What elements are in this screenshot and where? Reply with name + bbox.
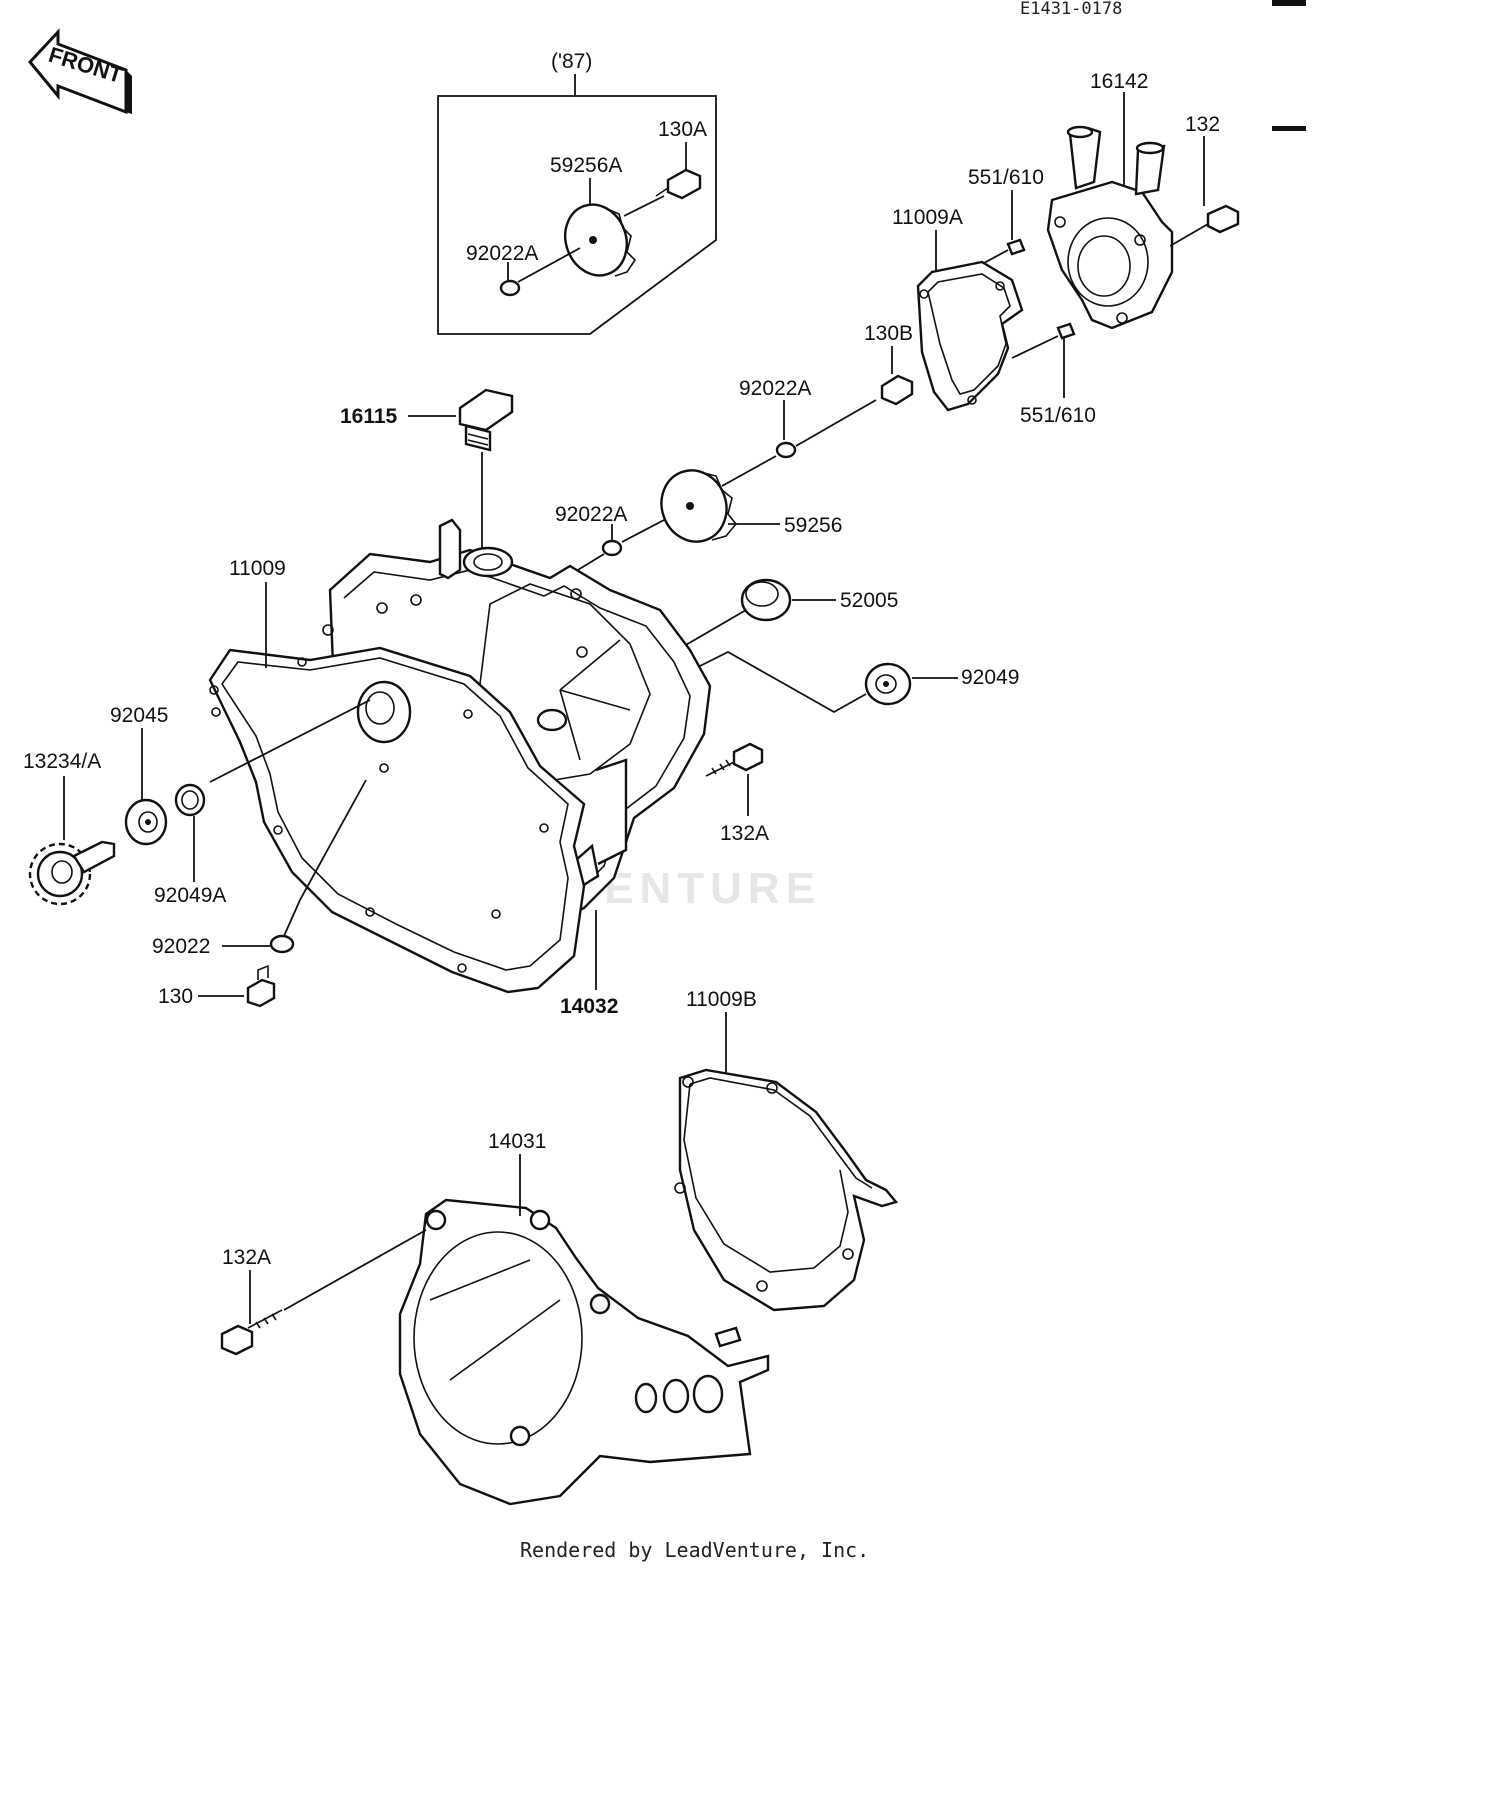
front-arrow-icon: FRONT xyxy=(28,28,132,115)
callout-11009b: 11009B xyxy=(686,988,757,1011)
bolt-132 xyxy=(1169,204,1240,247)
bolt-130a xyxy=(655,168,702,200)
callout-92022a-mid: 92022A xyxy=(739,377,811,400)
callout-132: 132 xyxy=(1185,113,1220,136)
impeller-59256a xyxy=(564,203,637,277)
generator-cover-14031 xyxy=(398,1198,770,1506)
document-id: E1431-0178 xyxy=(1020,0,1122,19)
callout-16115: 16115 xyxy=(340,405,398,428)
callout-92022: 92022 xyxy=(152,935,210,958)
dowel-551-610-top xyxy=(1006,238,1026,256)
footer-credit: Rendered by LeadVenture, Inc. xyxy=(520,1538,869,1562)
inset-1987: ('87) 130A 59256A 92022A xyxy=(437,50,717,335)
callout-92022a-low: 92022A xyxy=(555,503,627,526)
callout-14032: 14032 xyxy=(560,995,618,1018)
filler-plug-16115 xyxy=(458,388,514,452)
callout-11009: 11009 xyxy=(229,557,286,580)
bolt-130 xyxy=(246,964,276,1008)
washer-92022a-inset xyxy=(499,279,521,297)
callout-92049a: 92049A xyxy=(154,884,226,907)
washer-92022a-mid xyxy=(775,441,797,459)
callout-14031: 14031 xyxy=(488,1130,546,1153)
seal-52005 xyxy=(740,578,792,622)
callout-130a: 130A xyxy=(658,118,707,141)
dowel-551-610-bottom xyxy=(1056,322,1076,340)
inset-label: ('87) xyxy=(551,50,592,73)
callout-52005: 52005 xyxy=(840,589,898,612)
bolt-130b xyxy=(880,374,914,406)
callout-551-610-bottom: 551/610 xyxy=(1020,404,1096,427)
callout-11009a: 11009A xyxy=(892,206,963,229)
page-edge-mark xyxy=(1272,0,1306,6)
bearing-92045 xyxy=(124,798,168,846)
water-pump-cover-16142 xyxy=(1046,125,1174,330)
bolt-132a-right xyxy=(705,742,764,777)
bolt-132a-left xyxy=(220,1309,283,1356)
page-edge-mark xyxy=(1272,126,1306,131)
callout-16142: 16142 xyxy=(1090,70,1148,93)
washer-92022 xyxy=(269,934,295,954)
gear-13234a xyxy=(28,840,116,906)
callout-13234a: 13234/A xyxy=(23,750,101,773)
parts-diagram: LEADVENTURE E1431-0178 FRONT ('87) 130A … xyxy=(23,0,1306,1562)
callout-130: 130 xyxy=(158,985,193,1008)
washer-92022a-low xyxy=(601,539,623,557)
bearing-92049 xyxy=(864,662,912,706)
gasket-11009b xyxy=(674,1068,899,1312)
seal-92049a xyxy=(174,783,206,817)
callout-551-610-top: 551/610 xyxy=(968,166,1044,189)
callout-92022a-inset: 92022A xyxy=(466,242,538,265)
callout-132a-left: 132A xyxy=(222,1246,271,1269)
callout-92049: 92049 xyxy=(961,666,1019,689)
impeller-59256 xyxy=(660,469,738,543)
callout-59256: 59256 xyxy=(784,514,842,537)
callout-132a-right: 132A xyxy=(720,822,769,845)
gasket-11009a xyxy=(916,260,1024,412)
callout-130b: 130B xyxy=(864,322,913,345)
callout-59256a: 59256A xyxy=(550,154,622,177)
callout-92045: 92045 xyxy=(110,704,168,727)
